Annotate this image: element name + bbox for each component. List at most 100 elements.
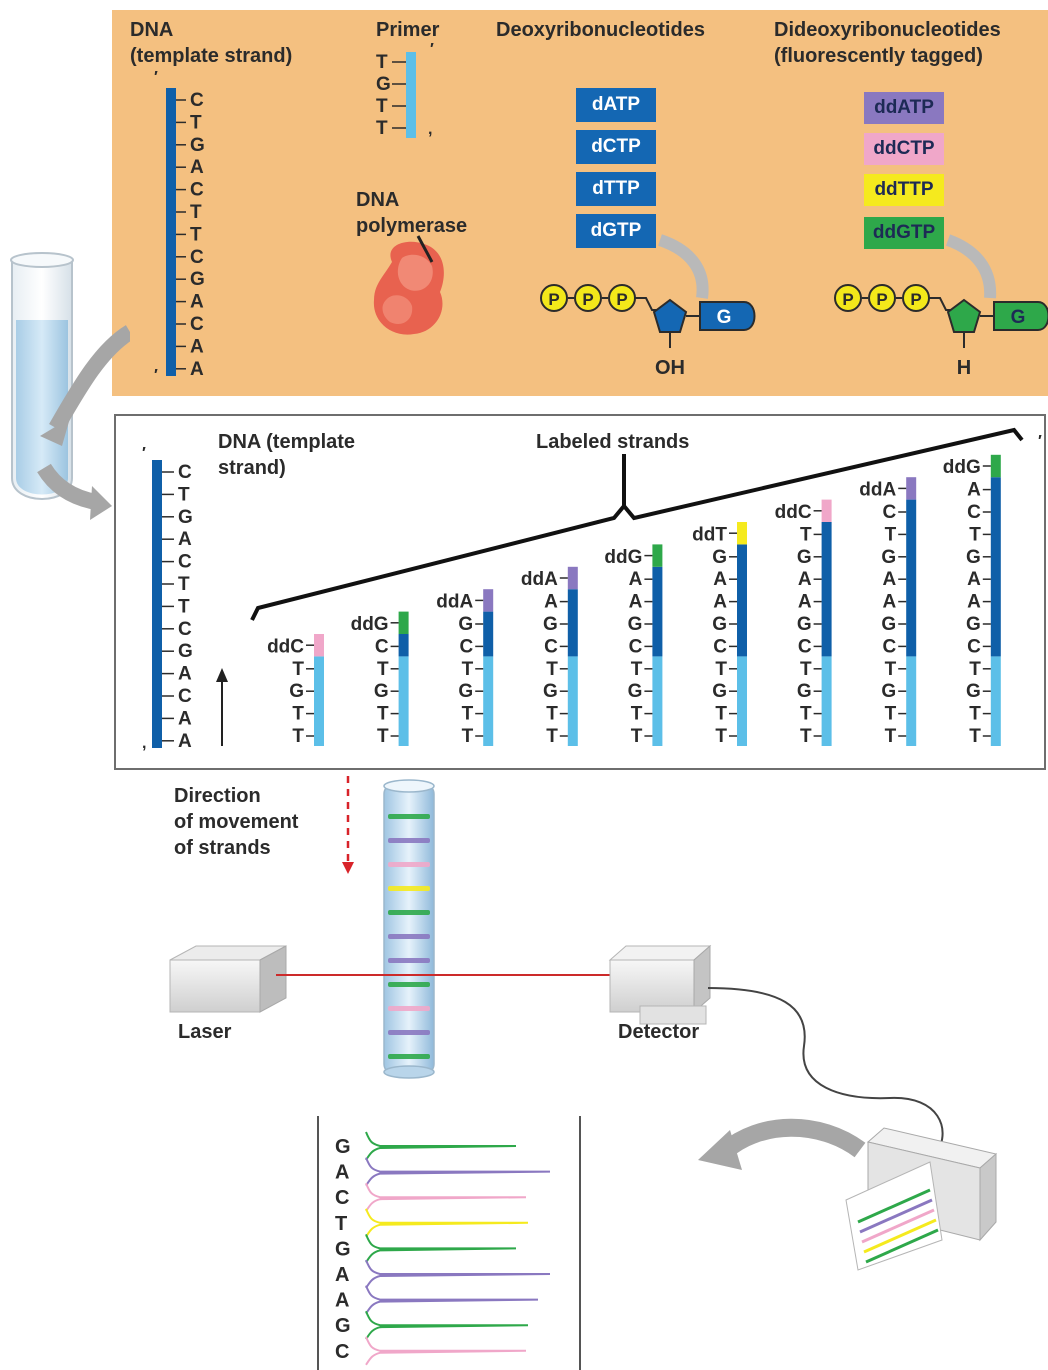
ddgtp-box: ddGTP bbox=[864, 217, 944, 249]
readout-base: A bbox=[335, 1264, 349, 1286]
synthesis-direction-arrowhead bbox=[216, 668, 228, 682]
template-title-2: (template strand) bbox=[130, 45, 293, 67]
readout-peak bbox=[365, 1259, 551, 1289]
phosphate-circle bbox=[834, 284, 862, 312]
readout-peak bbox=[365, 1182, 527, 1212]
direction-label-2: of movement bbox=[174, 811, 299, 833]
strand-primer-segment bbox=[737, 656, 747, 746]
strand-primer-segment bbox=[990, 656, 1001, 746]
strand-dideoxy-cap bbox=[483, 589, 494, 612]
laser-label: Laser bbox=[178, 1021, 232, 1043]
dttp-box: dTTP bbox=[576, 172, 656, 206]
strand-base: T bbox=[631, 726, 643, 747]
strand-base: C bbox=[967, 636, 981, 657]
top-primer-backbone bbox=[406, 52, 416, 138]
mid-template-title-1: DNA (template bbox=[218, 431, 356, 453]
top-template-base: A bbox=[190, 292, 204, 313]
strand-synthesized-segment bbox=[906, 499, 917, 657]
strand-base: T bbox=[800, 524, 812, 545]
top-template-base: T bbox=[190, 202, 202, 223]
top-template-base: C bbox=[190, 247, 204, 268]
strand-base: T bbox=[969, 726, 981, 747]
strand-cap-label: ddC bbox=[267, 636, 304, 657]
strand-base: A bbox=[882, 592, 896, 613]
phosphate-circle bbox=[868, 284, 896, 312]
primer-title: Primer bbox=[376, 19, 440, 41]
strand-dideoxy-cap bbox=[652, 544, 663, 567]
strand-base: A bbox=[967, 569, 981, 590]
into-tube-arrow bbox=[49, 325, 130, 433]
strand-cap-label: ddG bbox=[604, 547, 642, 568]
into-tube-arrowhead bbox=[40, 418, 70, 446]
top-template-base: T bbox=[190, 112, 202, 133]
detector-cable bbox=[707, 987, 944, 1151]
readout-base: C bbox=[335, 1187, 349, 1209]
capillary-band bbox=[388, 1054, 430, 1059]
strand-cap-label: ddA bbox=[521, 569, 558, 590]
deoxy-title: Deoxyribonucleotides bbox=[496, 19, 705, 41]
strand-base: T bbox=[377, 659, 389, 680]
strand-base: G bbox=[458, 681, 473, 702]
top-primer-base: T bbox=[376, 96, 388, 117]
mid-template-base: A bbox=[178, 529, 192, 550]
mid-template-base: A bbox=[178, 731, 192, 752]
dideoxy-title-2: (fluorescently tagged) bbox=[774, 45, 983, 67]
strand-base: C bbox=[967, 502, 981, 523]
strand-base: T bbox=[546, 704, 558, 725]
strand-base: A bbox=[967, 592, 981, 613]
strand-base: C bbox=[882, 636, 896, 657]
strand-base: A bbox=[967, 480, 981, 501]
strand-base: T bbox=[969, 524, 981, 545]
strand-base: T bbox=[969, 659, 981, 680]
top-template-end-mark-bottom: ′ bbox=[154, 367, 158, 384]
strand-base: G bbox=[712, 547, 727, 568]
strand-base: A bbox=[713, 592, 727, 613]
readout-peak bbox=[365, 1157, 551, 1187]
strand-synthesized-segment bbox=[567, 589, 578, 657]
strand-base: G bbox=[458, 614, 473, 635]
strand-base: T bbox=[885, 659, 897, 680]
strand-primer-segment bbox=[483, 656, 494, 746]
phosphate-circle bbox=[574, 284, 602, 312]
mid-template-end-mark: ′ bbox=[142, 445, 146, 462]
strand-cap-label: ddG bbox=[943, 457, 981, 478]
strand-base: T bbox=[292, 704, 304, 725]
dgtp-box: dGTP bbox=[576, 214, 656, 248]
strand-base: C bbox=[459, 636, 473, 657]
phosphate-symbol: P bbox=[842, 290, 853, 309]
strand-dideoxy-cap bbox=[398, 611, 409, 634]
ddctp-box: ddCTP bbox=[864, 133, 944, 165]
readout-peak bbox=[365, 1208, 529, 1238]
strand-base: T bbox=[715, 659, 727, 680]
strand-synthesized-segment bbox=[990, 477, 1001, 657]
strand-base: G bbox=[628, 614, 643, 635]
readout-base: G bbox=[335, 1136, 351, 1158]
mid-template-base: T bbox=[178, 484, 190, 505]
readout-base: C bbox=[335, 1341, 349, 1363]
sugar-3prime-group: H bbox=[957, 357, 971, 379]
labeled-strands-brace bbox=[250, 427, 1024, 621]
ddatp-box: ddATP bbox=[864, 92, 944, 124]
strand-base: C bbox=[629, 636, 643, 657]
top-template-base: T bbox=[190, 224, 202, 245]
strand-base: C bbox=[375, 636, 389, 657]
mid-template-base: C bbox=[178, 686, 192, 707]
strand-cap-label: ddG bbox=[351, 614, 389, 635]
laser-device-icon bbox=[169, 945, 287, 1013]
sugar-pentagon bbox=[946, 298, 982, 333]
strand-base: A bbox=[544, 592, 558, 613]
top-primer-end-mark-bottom: , bbox=[428, 121, 432, 138]
strand-base: A bbox=[798, 592, 812, 613]
capillary-band bbox=[388, 838, 430, 843]
capillary-band bbox=[388, 1006, 430, 1011]
mid-template-base: T bbox=[178, 574, 190, 595]
dctp-box: dCTP bbox=[576, 130, 656, 164]
phosphate-symbol: P bbox=[910, 290, 921, 309]
strand-base: G bbox=[712, 681, 727, 702]
labeled-strands-panel bbox=[114, 414, 1046, 770]
